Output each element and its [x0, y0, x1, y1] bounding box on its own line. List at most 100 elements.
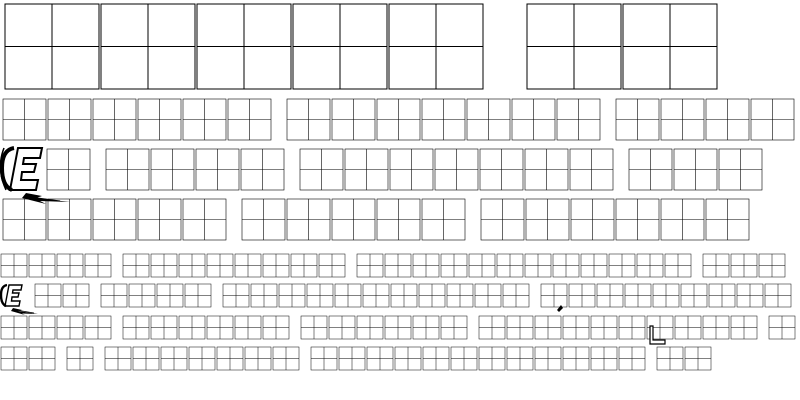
glyph-box — [730, 253, 758, 278]
glyph-box — [506, 315, 534, 340]
glyph-box — [440, 315, 468, 340]
glyph-box — [104, 346, 132, 371]
small-mark-a-icon — [557, 305, 563, 312]
glyph-box — [526, 3, 622, 90]
glyph-box — [222, 283, 250, 308]
glyph-box — [660, 198, 705, 241]
row-medium-2 — [46, 148, 763, 191]
glyph-box — [478, 315, 506, 340]
glyph-box — [590, 315, 618, 340]
glyph-box — [660, 98, 705, 141]
glyph-box — [318, 253, 346, 278]
glyph-box — [92, 98, 137, 141]
glyph-box — [615, 198, 660, 241]
glyph-box — [150, 315, 178, 340]
glyph-box — [84, 315, 112, 340]
glyph-box — [622, 3, 718, 90]
glyph-box — [468, 253, 496, 278]
glyph-box — [184, 283, 212, 308]
glyph-box — [216, 346, 244, 371]
glyph-box — [278, 283, 306, 308]
glyph-box — [62, 283, 90, 308]
glyph-box — [511, 98, 556, 141]
glyph-box — [618, 315, 646, 340]
row-small-4 — [0, 346, 712, 371]
glyph-box — [412, 253, 440, 278]
glyph-box — [636, 253, 664, 278]
glyph-box — [182, 98, 227, 141]
glyph-grid-layer — [0, 3, 796, 371]
glyph-box — [664, 253, 692, 278]
glyph-box — [331, 98, 376, 141]
row-small-2 — [34, 283, 792, 308]
glyph-box — [0, 315, 28, 340]
glyph-box — [562, 315, 590, 340]
row-medium-3 — [2, 198, 750, 241]
glyph-box — [92, 198, 137, 241]
glyph-box — [674, 315, 702, 340]
glyph-box — [100, 283, 128, 308]
glyph-box — [570, 198, 615, 241]
glyph-box — [534, 315, 562, 340]
glyph-box — [286, 98, 331, 141]
glyph-box — [338, 346, 366, 371]
glyph-box — [188, 346, 216, 371]
glyph-box — [234, 253, 262, 278]
glyph-box — [156, 283, 184, 308]
glyph-box — [196, 3, 292, 90]
glyph-box — [502, 283, 530, 308]
glyph-box — [366, 346, 394, 371]
glyph-box — [440, 253, 468, 278]
glyph-box — [334, 283, 362, 308]
glyph-box — [47, 98, 92, 141]
glyph-box — [262, 253, 290, 278]
glyph-box — [137, 198, 182, 241]
glyph-box — [362, 283, 390, 308]
glyph-box — [244, 346, 272, 371]
glyph-box — [234, 315, 262, 340]
glyph-box — [227, 98, 272, 141]
glyph-box — [328, 315, 356, 340]
glyph-box — [422, 346, 450, 371]
glyph-box — [624, 283, 652, 308]
glyph-box — [46, 148, 91, 191]
glyph-box — [356, 253, 384, 278]
glyph-box — [506, 346, 534, 371]
glyph-box — [450, 346, 478, 371]
glyph-box — [34, 283, 62, 308]
row-small-3 — [0, 315, 796, 340]
glyph-box — [680, 283, 708, 308]
glyph-box — [708, 283, 736, 308]
glyph-box — [702, 253, 730, 278]
glyph-box — [150, 253, 178, 278]
glyph-box — [331, 198, 376, 241]
glyph-box — [388, 3, 484, 90]
glyph-box — [590, 346, 618, 371]
glyph-box — [178, 253, 206, 278]
glyph-box — [750, 98, 795, 141]
glyph-box — [122, 253, 150, 278]
glyph-box — [562, 346, 590, 371]
glyph-box — [240, 148, 285, 191]
glyph-box — [56, 253, 84, 278]
glyph-box — [262, 315, 290, 340]
glyph-box — [290, 253, 318, 278]
glyph-box — [344, 148, 389, 191]
glyph-box — [0, 346, 28, 371]
glyph-box — [466, 98, 511, 141]
glyph-box — [137, 98, 182, 141]
glyph-box — [56, 315, 84, 340]
glyph-box — [182, 198, 227, 241]
glyph-box — [524, 253, 552, 278]
glyph-box — [306, 283, 334, 308]
glyph-box — [418, 283, 446, 308]
glyph-box — [764, 283, 792, 308]
glyph-box — [128, 283, 156, 308]
glyph-box — [28, 253, 56, 278]
glyph-box — [2, 98, 47, 141]
glyph-box — [552, 253, 580, 278]
glyph-box — [540, 283, 568, 308]
glyph-box — [705, 98, 750, 141]
glyph-box — [206, 315, 234, 340]
